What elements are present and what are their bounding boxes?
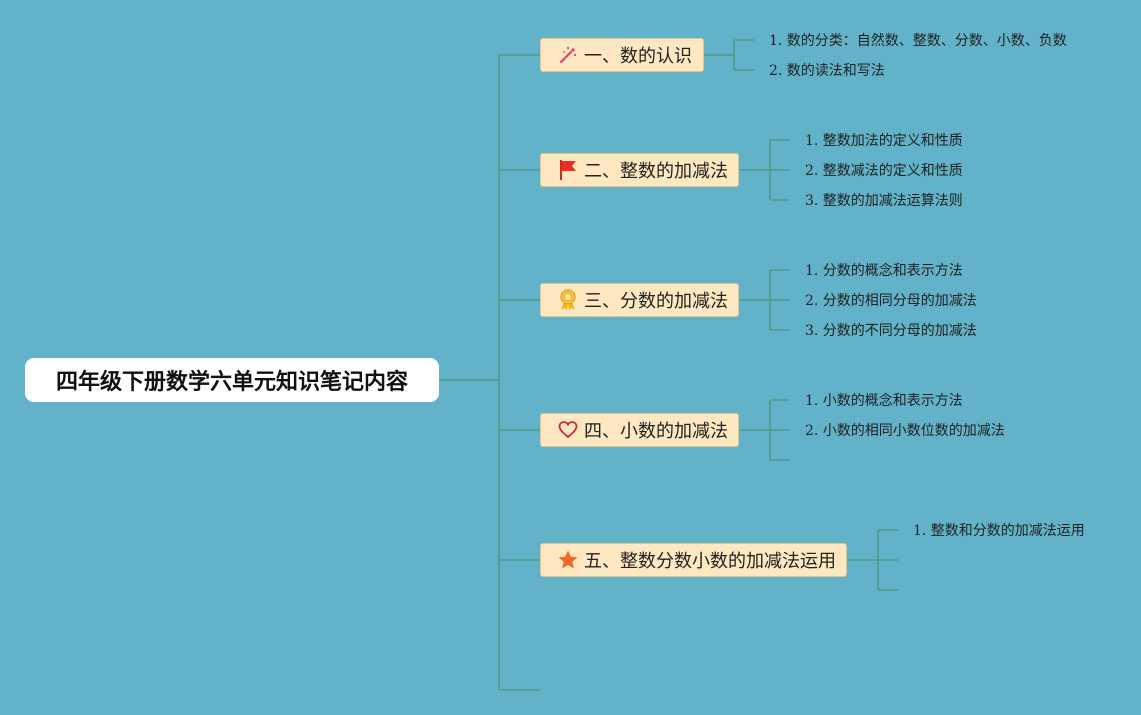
leaf-item[interactable]: 2. 分数的相同分母的加减法 <box>805 293 977 309</box>
leaf-item[interactable]: 1. 整数加法的定义和性质 <box>805 133 963 149</box>
leaf-item[interactable]: 3. 整数的加减法运算法则 <box>805 193 963 209</box>
leaf-item[interactable]: 1. 数的分类：自然数、整数、分数、小数、负数 <box>769 33 1067 49</box>
branch-label: 一、数的认识 <box>584 46 692 67</box>
flag-icon <box>557 159 579 181</box>
magic-wand-icon <box>557 44 579 66</box>
branch-fraction-add-sub[interactable]: 三、分数的加减法 <box>540 283 739 317</box>
heart-icon <box>557 419 579 441</box>
branch-integer-add-sub[interactable]: 二、整数的加减法 <box>540 153 739 187</box>
branch-label: 二、整数的加减法 <box>584 161 728 182</box>
branch-number-recognition[interactable]: 一、数的认识 <box>540 38 704 72</box>
leaf-item[interactable]: 2. 整数减法的定义和性质 <box>805 163 963 179</box>
branch-label: 五、整数分数小数的加减法运用 <box>584 551 836 572</box>
branch-decimal-add-sub[interactable]: 四、小数的加减法 <box>540 413 739 447</box>
leaf-item[interactable]: 2. 数的读法和写法 <box>769 63 885 79</box>
leaf-item[interactable]: 1. 分数的概念和表示方法 <box>805 263 963 279</box>
leaf-item[interactable]: 1. 小数的概念和表示方法 <box>805 393 963 409</box>
leaf-item[interactable]: 2. 小数的相同小数位数的加减法 <box>805 423 1005 439</box>
leaf-item[interactable]: 1. 整数和分数的加减法运用 <box>913 523 1085 539</box>
root-topic-label: 四年级下册数学六单元知识笔记内容 <box>55 370 408 395</box>
branch-label: 四、小数的加减法 <box>584 421 728 442</box>
star-icon <box>557 549 579 571</box>
branch-label: 三、分数的加减法 <box>584 291 728 312</box>
award-medal-icon <box>557 289 579 311</box>
leaf-item[interactable]: 3. 分数的不同分母的加减法 <box>805 323 977 339</box>
branch-mixed-application[interactable]: 五、整数分数小数的加减法运用 <box>540 543 847 577</box>
root-topic[interactable]: 四年级下册数学六单元知识笔记内容 <box>25 358 439 402</box>
